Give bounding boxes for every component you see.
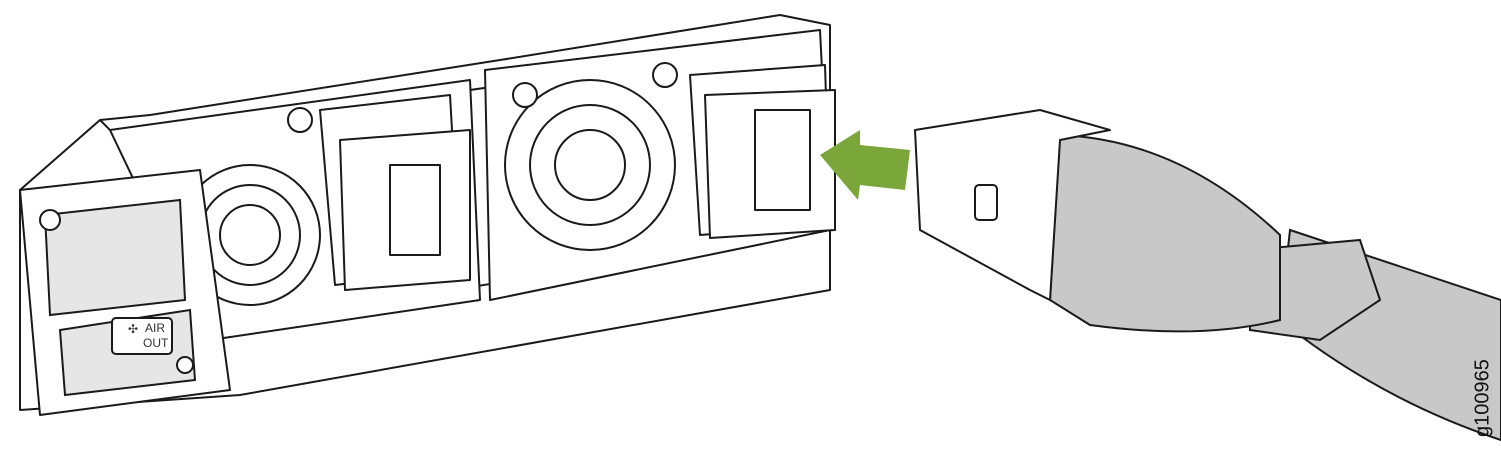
fan-right (504, 79, 676, 251)
insert-arrow-icon (820, 130, 910, 200)
air-out-label (111, 317, 173, 355)
air-label: AIR (145, 321, 165, 335)
psu-faceplate: ✣ AIR OUT (19, 169, 231, 416)
screw-icon (39, 209, 61, 231)
honeycomb-vent (43, 198, 187, 317)
figure-id: g100965 (1468, 350, 1498, 445)
screw-icon (287, 107, 313, 133)
power-supply-right (484, 29, 836, 301)
screw-icon (512, 82, 538, 108)
figure-id-text: g100965 (1471, 358, 1494, 437)
power-cable (914, 109, 1501, 442)
fan-icon: ✣ (128, 322, 138, 336)
out-label: OUT (143, 336, 169, 350)
c19-plug-body (914, 109, 1111, 301)
screw-icon (652, 62, 678, 88)
